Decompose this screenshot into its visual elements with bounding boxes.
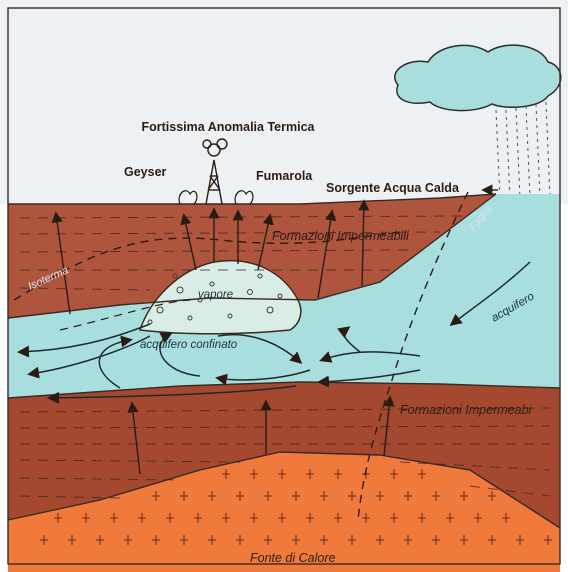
label-fortissima: Fortissima Anomalia Termica [142, 120, 316, 134]
label-formazioni-2: Formazioni Impermeabi [400, 403, 533, 417]
label-sorgente: Sorgente Acqua Calda [326, 181, 460, 195]
label-fumarola: Fumarola [256, 169, 313, 183]
label-formazioni-1: Formazioni Impermeabili [272, 229, 410, 243]
label-fonte: Fonte di Calore [250, 551, 336, 565]
label-vapore: vapore [198, 289, 233, 301]
label-acquifero-confinato: acquifero confinato [140, 339, 238, 351]
label-geyser: Geyser [124, 165, 167, 179]
